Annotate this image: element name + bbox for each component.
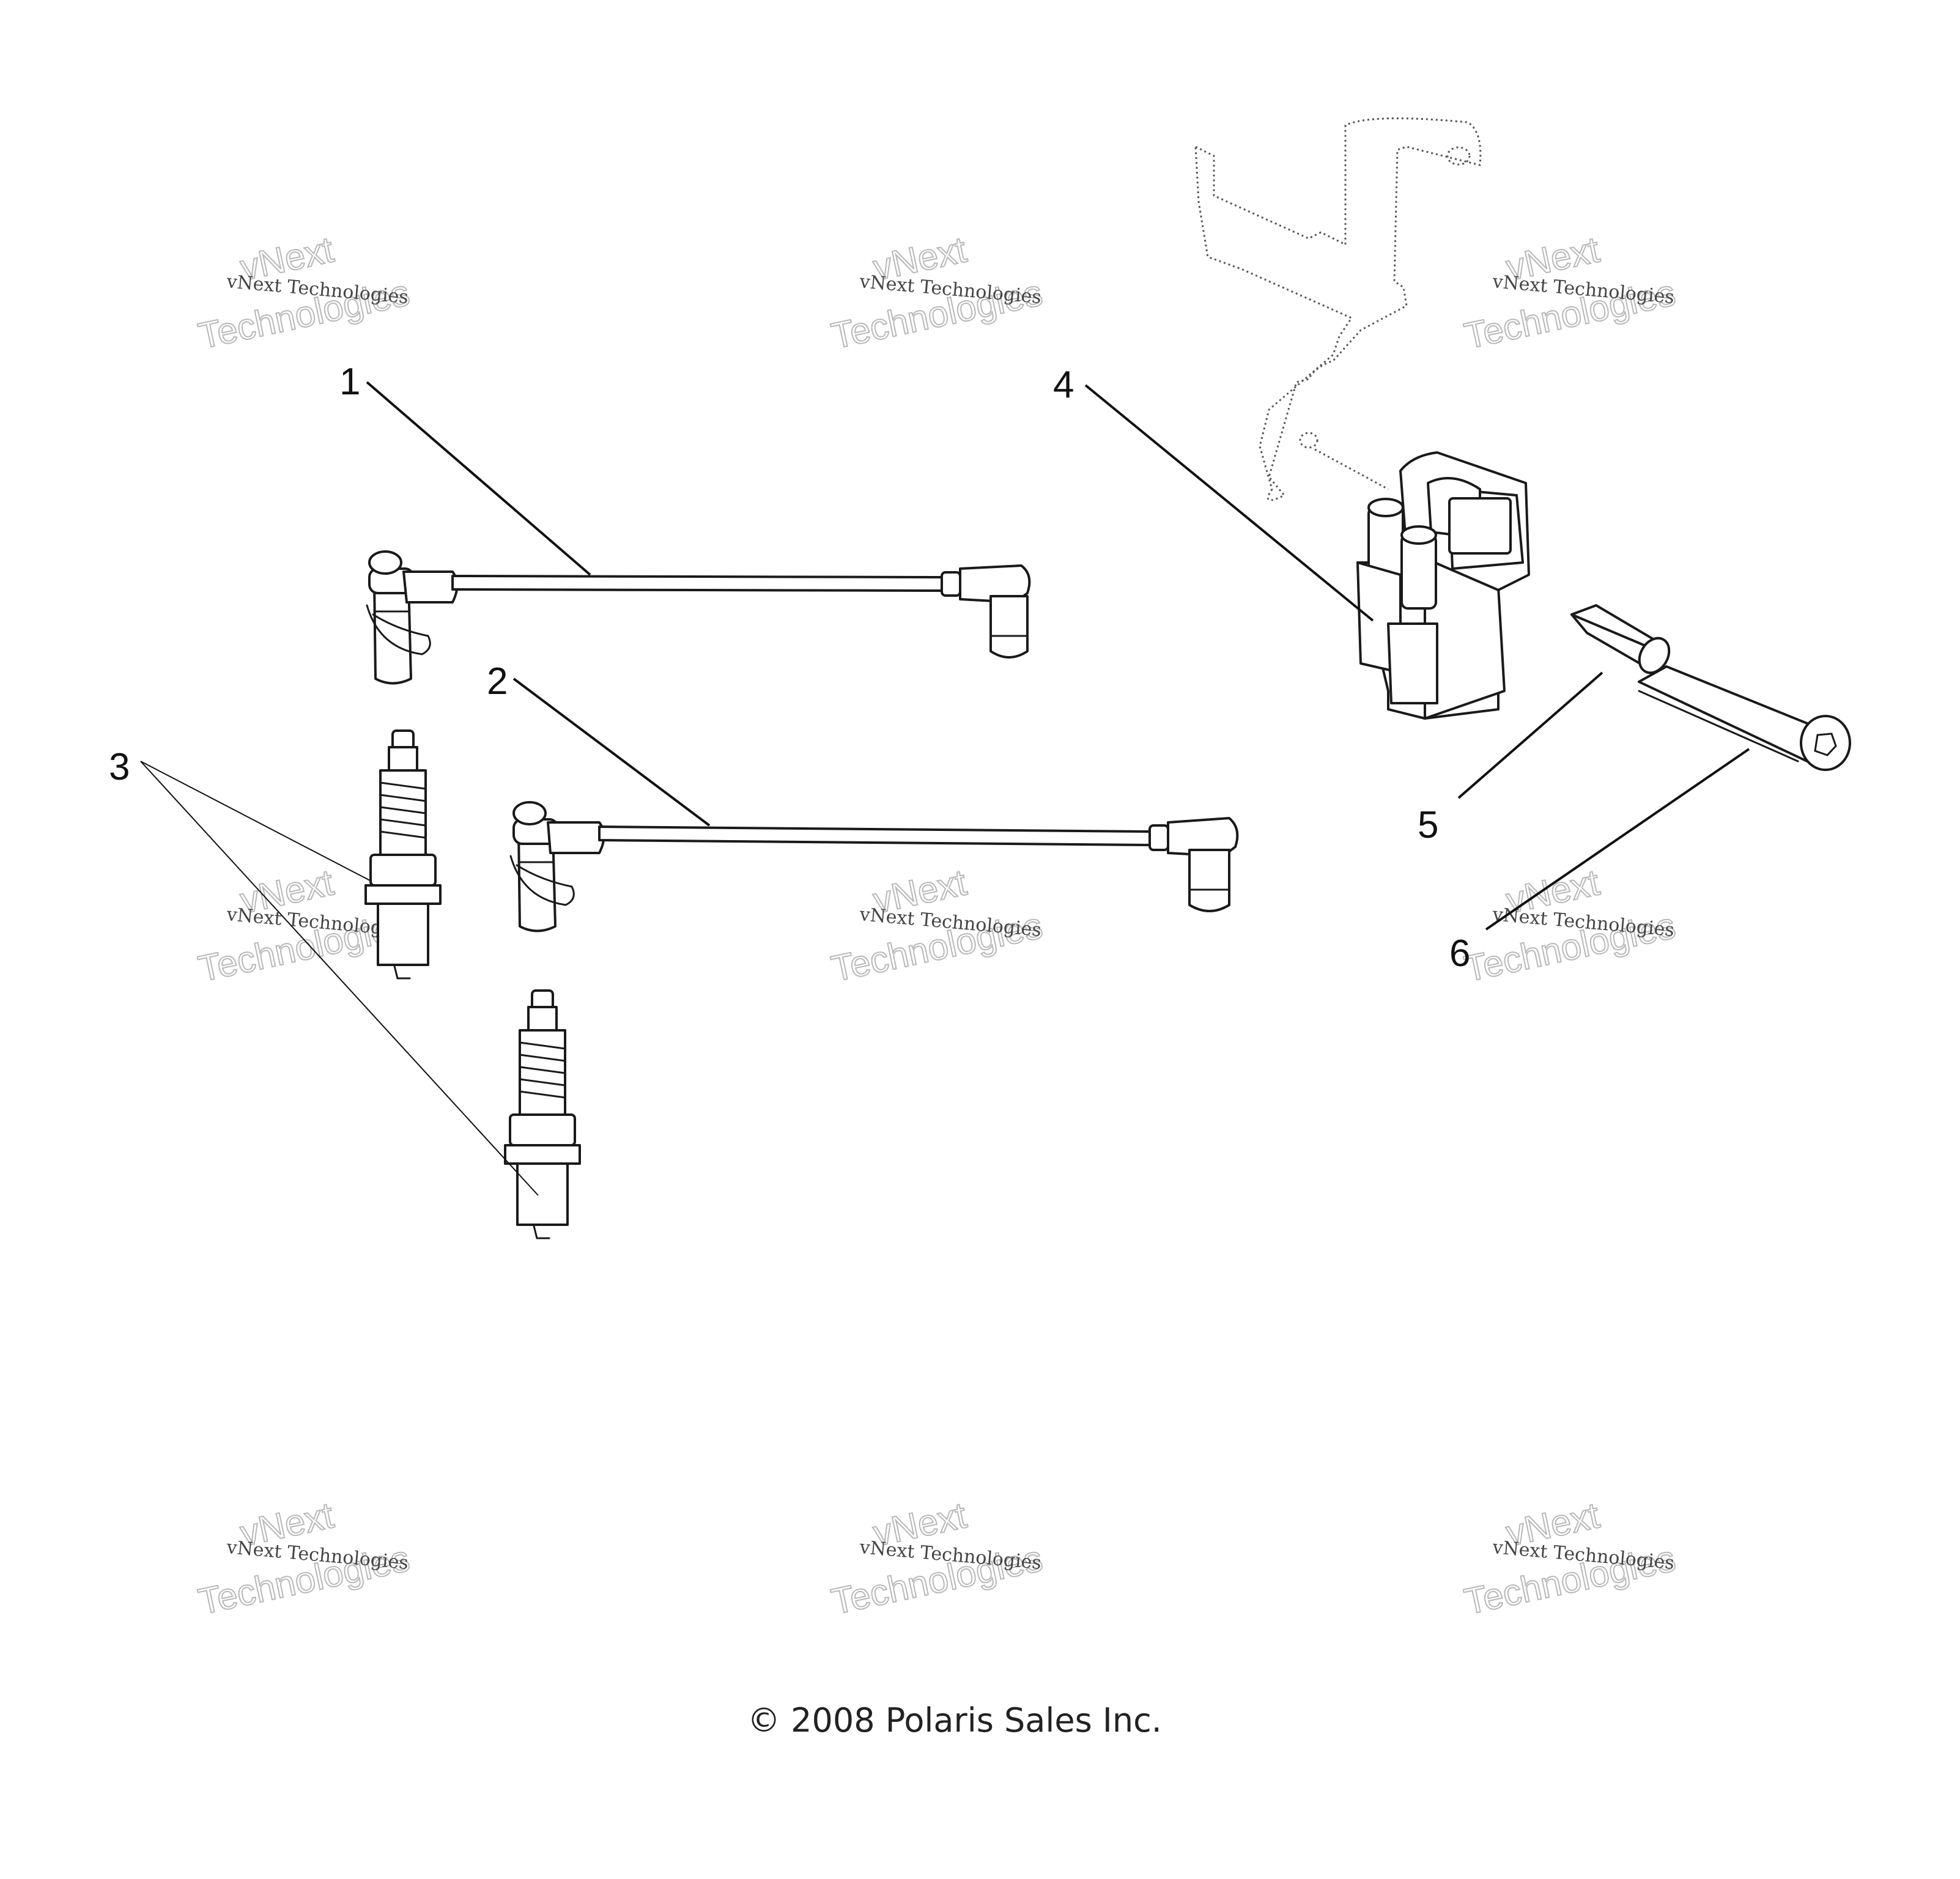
callout-1: 1	[339, 361, 360, 403]
leader-6	[1485, 748, 1750, 931]
spark-plug-upper[interactable]	[364, 729, 442, 980]
leader-lines	[140, 381, 1750, 1196]
spark-plug-wire-1[interactable]	[366, 550, 1031, 685]
ignition-coil[interactable]	[1356, 451, 1530, 720]
leader-1	[366, 381, 591, 576]
callout-4: 4	[1053, 364, 1074, 406]
spacer-sleeve[interactable]	[1570, 604, 1675, 678]
mounting-bracket	[1194, 117, 1482, 501]
callout-3: 3	[109, 746, 130, 788]
leader-4	[1084, 384, 1374, 622]
leader-2	[512, 677, 711, 827]
leader-5	[1457, 671, 1603, 799]
spark-plug-lower[interactable]	[504, 989, 581, 1239]
spark-plug-wire-2[interactable]	[509, 801, 1239, 932]
copyright-notice: © 2008 Polaris Sales Inc.	[747, 1701, 1162, 1740]
socket-head-screw[interactable]	[1638, 665, 1851, 771]
callout-2: 2	[487, 660, 508, 703]
callout-6: 6	[1449, 932, 1470, 975]
leader-3b	[140, 761, 539, 1196]
callout-5: 5	[1418, 804, 1438, 846]
leader-3a	[140, 761, 371, 881]
